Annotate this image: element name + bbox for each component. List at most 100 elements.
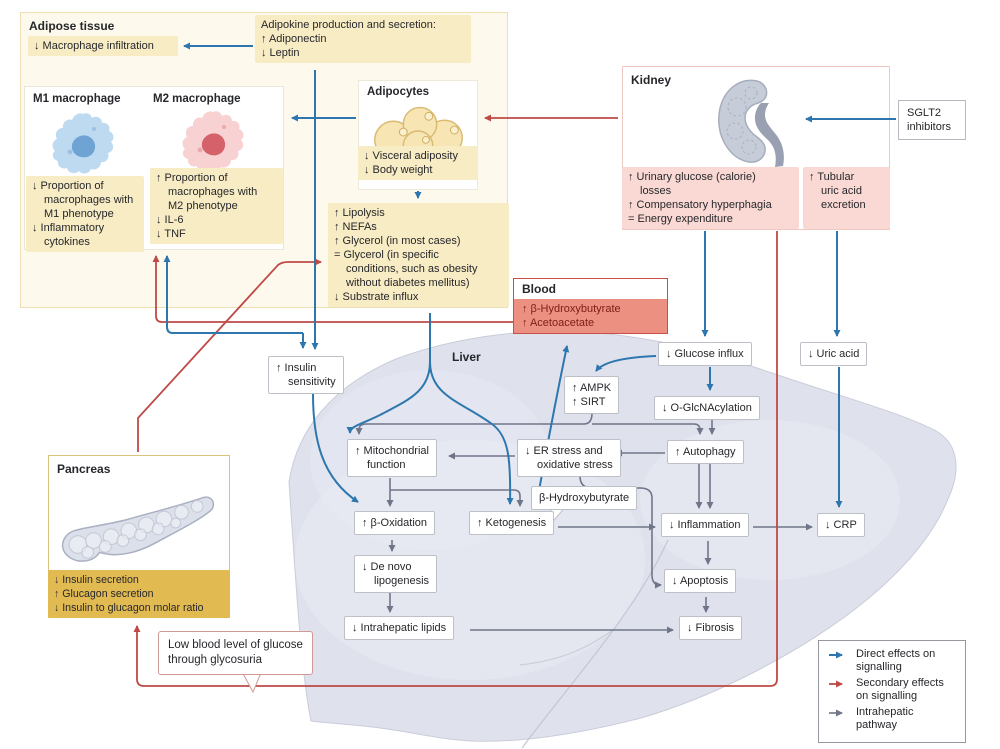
bhb-label-line: β-Hydroxybutyrate	[539, 492, 630, 504]
adipose-tissue-title: Adipose tissue	[29, 19, 115, 33]
legend-item-secondary: Secondary effects on signalling	[827, 677, 957, 703]
o-glcnacylation-line: ↓ O-GlcNAcylation	[662, 402, 752, 414]
adipocytes-effects-line: ↓ Visceral adiposity	[364, 150, 458, 162]
kidney-effects-glucose-line: ↑ Compensatory hyperphagia	[628, 199, 772, 211]
intrahepatic-lipids-line: ↓ Intrahepatic lipids	[352, 622, 447, 634]
kidney-icon	[718, 79, 784, 167]
blood-effects: ↑ β-Hydroxybutyrate ↑ Acetoacetate	[514, 299, 667, 333]
mitochondrial-function: ↑ Mitochondrial function	[347, 439, 437, 477]
m1-effects-line: macrophages with	[44, 194, 134, 206]
legend-label: Secondary effects on signalling	[856, 677, 944, 702]
blood-effect-line: ↑ β-Hydroxybutyrate	[522, 303, 621, 315]
fibrosis: ↓ Fibrosis	[679, 616, 743, 640]
o-glcnacylation: ↓ O-GlcNAcylation	[654, 396, 760, 420]
secondary-arrow-icon	[829, 680, 843, 688]
insulin-sensitivity: ↑ Insulin sensitivity	[268, 356, 344, 394]
kidney-effects-glucose-line: losses	[640, 185, 672, 197]
ketogenesis: ↑ Ketogenesis	[469, 511, 555, 535]
kidney-effects-glucose-line: ↑ Urinary glucose (calorie)	[628, 171, 756, 183]
kidney-title: Kidney	[631, 73, 672, 87]
m1-effects-line: ↓ Proportion of	[32, 180, 104, 192]
adipocytes-effects-line: ↓ Body weight	[364, 164, 433, 176]
beta-oxidation-line: ↑ β-Oxidation	[362, 517, 428, 529]
mitochondrial-function-line: ↑ Mitochondrial	[355, 445, 429, 457]
sglt2-line: inhibitors	[907, 121, 952, 133]
legend: Direct effects on signalling Secondary e…	[818, 640, 966, 743]
legend-label: Intrahepatic pathway	[856, 706, 914, 731]
lipolysis-effects-line: ↑ Lipolysis	[334, 207, 385, 219]
adipokine-production: Adipokine production and secretion: ↑ Adi…	[255, 15, 471, 63]
apoptosis: ↓ Apoptosis	[664, 569, 737, 593]
m2-effects-line: ↑ Proportion of	[156, 172, 228, 184]
macrophage-infiltration-line: ↓ Macrophage infiltration	[34, 40, 154, 52]
lipolysis-effects-line: conditions, such as obesity	[346, 263, 478, 275]
m1-effects: ↓ Proportion of macrophages with M1 phenot…	[26, 176, 144, 252]
liver-title: Liver	[452, 350, 481, 364]
adipokine-production-line: ↓ Leptin	[261, 47, 300, 59]
intrahepatic-arrows	[355, 412, 813, 634]
legend-item-direct: Direct effects on signalling	[827, 648, 957, 674]
m1-macrophage-icon	[52, 113, 114, 174]
intrahepatic-lipids: ↓ Intrahepatic lipids	[344, 616, 455, 640]
ampk-sirt-line: ↑ AMPK	[572, 382, 612, 394]
legend-label: Direct effects on signalling	[856, 648, 936, 673]
glucose-influx-line: ↓ Glucose influx	[666, 348, 744, 360]
adipokine-production-line: Adipokine production and secretion:	[261, 19, 436, 31]
pancreas-effects-line: ↓ Insulin secretion	[54, 574, 139, 586]
direct-arrow-icon	[829, 651, 843, 659]
m1-effects-line: cytokines	[44, 236, 90, 248]
m2-effects-line: macrophages with	[168, 186, 258, 198]
legend-item-intrahepatic: Intrahepatic pathway	[827, 706, 957, 732]
blood-effect-line: ↑ Acetoacetate	[522, 317, 595, 329]
autophagy: ↑ Autophagy	[667, 440, 744, 464]
de-novo-lipogenesis-line: ↓ De novo	[362, 561, 412, 573]
kidney-effects-uric: ↑ Tubular uric acid excretion	[803, 167, 890, 229]
glucose-influx: ↓ Glucose influx	[658, 342, 752, 366]
sglt2-inhibitors-box: SGLT2 inhibitors	[898, 100, 966, 140]
kidney-effects-uric-line: excretion	[821, 199, 866, 211]
beta-oxidation: ↑ β-Oxidation	[354, 511, 436, 535]
adipokine-production-line: ↑ Adiponectin	[261, 33, 327, 45]
insulin-sensitivity-line: ↑ Insulin	[276, 362, 317, 374]
adipocytes-title: Adipocytes	[367, 86, 429, 98]
uric-acid-line: ↓ Uric acid	[808, 348, 860, 360]
kidney-effects-uric-line: uric acid	[821, 185, 862, 197]
m2-macrophage-icon	[182, 111, 244, 172]
lipolysis-effects-line: ↑ Glycerol (in most cases)	[334, 235, 461, 247]
m2-effects-line: ↓ IL-6	[156, 214, 184, 226]
autophagy-line: ↑ Autophagy	[675, 446, 736, 458]
er-stress-line: ↓ ER stress and	[525, 445, 603, 457]
fibrosis-line: ↓ Fibrosis	[687, 622, 735, 634]
insulin-sensitivity-line: sensitivity	[288, 376, 336, 388]
mitochondrial-function-line: function	[367, 459, 406, 471]
blood-panel: Blood ↑ β-Hydroxybutyrate ↑ Acetoacetate	[513, 278, 668, 334]
pancreas-effects: ↓ Insulin secretion ↑ Glucagon secretion ↓…	[48, 570, 230, 618]
kidney-effects-uric-line: ↑ Tubular	[809, 171, 855, 183]
m1-effects-line: M1 phenotype	[44, 208, 114, 220]
inflammation-line: ↓ Inflammation	[669, 519, 741, 531]
crp-line: ↓ CRP	[825, 519, 857, 531]
direct-arrows	[163, 42, 896, 508]
m1-effects-line: ↓ Inflammatory	[32, 222, 105, 234]
kidney-effects-glucose-line: = Energy expenditure	[628, 213, 733, 225]
low-blood-glucose-line: through glycosuria	[168, 654, 262, 666]
m2-effects-line: M2 phenotype	[168, 200, 238, 212]
pancreas-effects-line: ↓ Insulin to glucagon molar ratio	[54, 602, 204, 614]
ampk-sirt-line: ↑ SIRT	[572, 396, 606, 408]
macrophage-infiltration: ↓ Macrophage infiltration	[28, 36, 178, 56]
crp: ↓ CRP	[817, 513, 865, 537]
m2-macrophage-title: M2 macrophage	[153, 93, 241, 105]
blood-title: Blood	[522, 282, 556, 296]
pancreas-effects-line: ↑ Glucagon secretion	[54, 588, 154, 600]
lipolysis-effects-line: ↑ NEFAs	[334, 221, 377, 233]
secondary-arrows	[133, 114, 778, 687]
pancreas-title: Pancreas	[57, 462, 111, 476]
lipolysis-effects-line: without diabetes mellitus)	[346, 277, 470, 289]
kidney-effects-glucose: ↑ Urinary glucose (calorie) losses ↑ Compe…	[622, 167, 799, 229]
m2-effects: ↑ Proportion of macrophages with M2 phenot…	[150, 168, 283, 244]
